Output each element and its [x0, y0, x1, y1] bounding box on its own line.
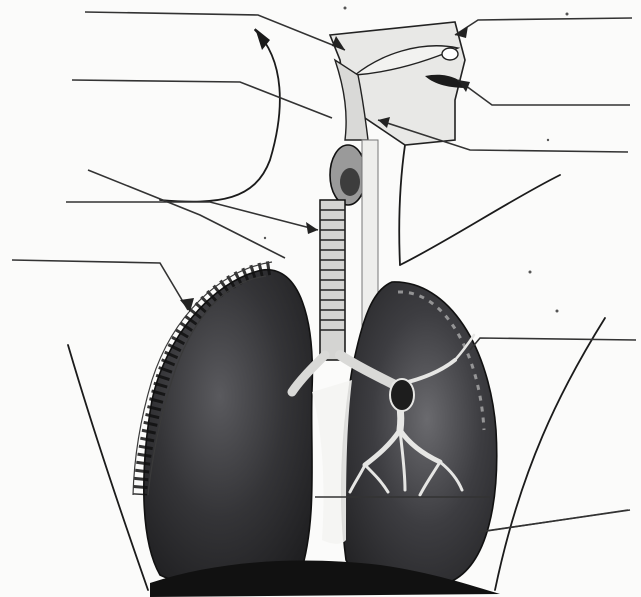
leader-line-base [478, 510, 630, 532]
leader-line-pharynx [72, 80, 332, 118]
left-lung [144, 270, 313, 587]
leader-line-trachea [66, 202, 318, 230]
shoulder-right [400, 175, 560, 265]
leader-line-mouth [458, 80, 630, 105]
leader-line-lung [470, 338, 636, 350]
arrowhead-trachea [306, 222, 318, 234]
torso-right-outline [495, 318, 605, 590]
mediastinum [312, 380, 352, 544]
larynx-inner [340, 168, 360, 196]
leader-line-ribs [12, 260, 188, 310]
leader-line-nasal-cavity [85, 12, 345, 50]
face-outline [160, 30, 280, 202]
torso-left-outline [68, 345, 148, 590]
neck-right-outline [399, 145, 405, 265]
leader-line-nose [455, 18, 632, 35]
hilum-right [390, 379, 414, 411]
nasal-opening [442, 48, 458, 60]
right-lung [342, 282, 497, 586]
